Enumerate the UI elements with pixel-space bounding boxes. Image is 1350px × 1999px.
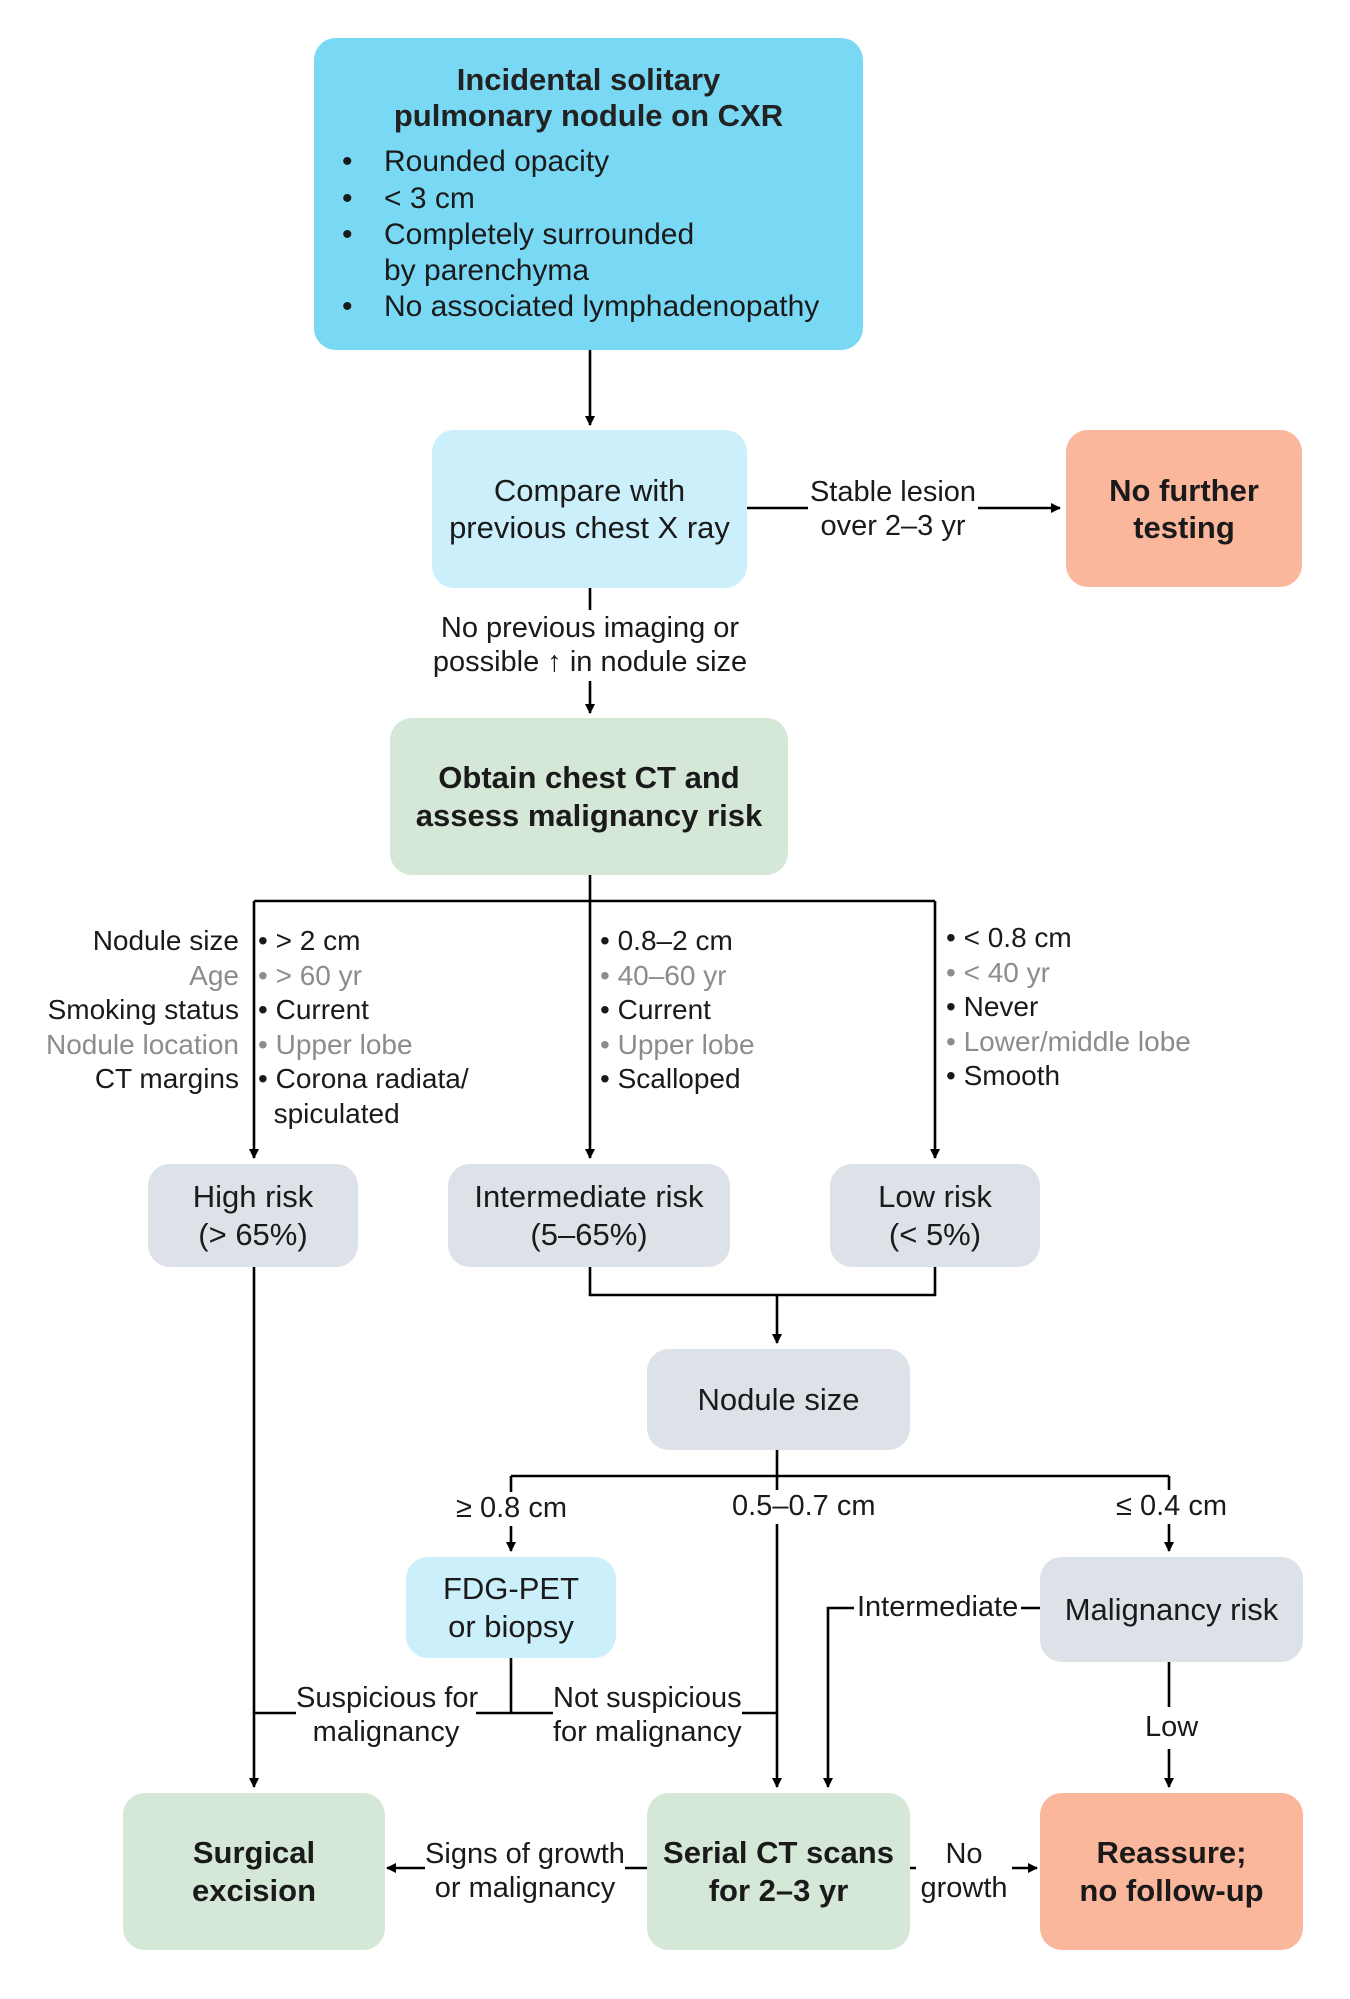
low-criterion: < 0.8 cm	[946, 921, 1191, 956]
serial-ct-line2: for 2–3 yr	[708, 1872, 849, 1908]
edge-label-line: Not suspicious	[553, 1682, 742, 1714]
edge-intermediate-to-serial	[823, 1606, 1040, 1788]
intermediate-criterion: Upper lobe	[600, 1028, 755, 1063]
edge-label-ge-08: ≥ 0.8 cm	[456, 1492, 568, 1526]
high-criterion: Corona radiata/	[258, 1062, 469, 1097]
malignancy-risk-text: Malignancy risk	[1064, 1591, 1279, 1627]
nodule-size-node: Nodule size	[647, 1349, 910, 1450]
surgical-line1: Surgical	[192, 1835, 316, 1871]
no-further-testing-node: No further testing	[1066, 430, 1302, 587]
criteria-label: Smoking status	[47, 994, 239, 1025]
criteria-label: Nodule size	[92, 925, 239, 956]
edge-label-le-04: ≤ 0.4 cm	[1116, 1490, 1228, 1524]
start-node: Incidental solitary pulmonary nodule on …	[314, 38, 863, 350]
start-criterion: Rounded opacity	[314, 144, 863, 181]
edge-label-line: No previous imaging or	[440, 612, 740, 644]
edge-label-suspicious: Suspicious for malignancy	[296, 1682, 479, 1750]
edge-label-no-previous: No previous imaging or possible ↑ in nod…	[420, 610, 760, 682]
intermediate-criterion: 0.8–2 cm	[600, 924, 755, 959]
reassure-node: Reassure; no follow-up	[1040, 1793, 1303, 1950]
intermediate-risk-label: Intermediate risk	[474, 1179, 704, 1215]
edge-label-line: Suspicious for	[296, 1682, 479, 1714]
high-risk-label: High risk	[192, 1179, 314, 1215]
edge-label-line: possible ↑ in nodule size	[432, 645, 748, 678]
low-risk-node: Low risk (< 5%)	[830, 1164, 1040, 1267]
high-risk-criteria: > 2 cm > 60 yr Current Upper lobe Corona…	[258, 924, 469, 1131]
intermediate-criterion: 40–60 yr	[600, 959, 755, 994]
intermediate-risk-percent: (5–65%)	[530, 1216, 648, 1252]
criteria-label: Nodule location	[45, 1028, 239, 1060]
edge-label-line: growth	[920, 1871, 1008, 1904]
edge-label-signs-growth: Signs of growth or malignancy	[425, 1838, 625, 1906]
edge-label-intermediate: Intermediate	[854, 1591, 1022, 1625]
start-criterion: < 3 cm	[314, 181, 863, 218]
low-risk-criteria: < 0.8 cm < 40 yr Never Lower/middle lobe…	[946, 921, 1191, 1094]
start-criterion: Completely surrounded by parenchyma	[314, 217, 714, 290]
reassure-line1: Reassure;	[1096, 1835, 1247, 1871]
low-criterion: Never	[946, 990, 1191, 1025]
obtain-ct-node: Obtain chest CT and assess malignancy ri…	[390, 718, 788, 875]
fdg-pet-node: FDG-PET or biopsy	[406, 1557, 616, 1658]
reassure-line2: no follow-up	[1079, 1872, 1264, 1908]
criteria-label: CT margins	[94, 1063, 239, 1094]
surgical-excision-node: Surgical excision	[123, 1793, 385, 1950]
high-risk-node: High risk (> 65%)	[148, 1164, 358, 1267]
edge-label-no-growth: No growth	[916, 1838, 1012, 1906]
edge-label-stable: Stable lesion over 2–3 yr	[808, 476, 978, 544]
edge-label-line: No	[945, 1838, 983, 1870]
edge-label-line: Signs of growth	[425, 1838, 625, 1870]
obtain-ct-text: Obtain chest CT and assess malignancy ri…	[415, 759, 763, 833]
high-risk-percent: (> 65%)	[198, 1216, 308, 1252]
edge-label-not-suspicious: Not suspicious for malignancy	[553, 1682, 742, 1750]
high-criterion: > 2 cm	[258, 924, 469, 959]
criteria-labels: Nodule size Age Smoking status Nodule lo…	[20, 924, 239, 1097]
serial-ct-line1: Serial CT scans	[663, 1835, 894, 1871]
surgical-line2: excision	[191, 1872, 317, 1908]
edge-label-low: Low	[1145, 1707, 1199, 1749]
edge-label-mid-size: 0.5–0.7 cm	[728, 1490, 880, 1524]
low-risk-label: Low risk	[878, 1179, 992, 1215]
malignancy-risk-node: Malignancy risk	[1040, 1557, 1303, 1662]
edge-label-line: over 2–3 yr	[820, 509, 966, 542]
compare-node: Compare with previous chest X ray	[432, 430, 747, 588]
edge-label-line: malignancy	[312, 1715, 460, 1748]
low-risk-percent: (< 5%)	[888, 1216, 982, 1252]
low-criterion: Smooth	[946, 1059, 1191, 1094]
high-criterion: Upper lobe	[258, 1028, 469, 1063]
intermediate-criterion: Current	[600, 993, 755, 1028]
compare-text: Compare with previous chest X ray	[449, 473, 730, 545]
fdg-pet-sub: or biopsy	[448, 1608, 574, 1644]
no-further-text: No further testing	[1109, 472, 1259, 545]
low-criterion: < 40 yr	[946, 956, 1191, 991]
low-criterion: Lower/middle lobe	[946, 1025, 1191, 1060]
start-criteria-list: Rounded opacity < 3 cm Completely surrou…	[314, 144, 863, 326]
edge-label-line: or malignancy	[434, 1871, 616, 1904]
fdg-pet-label: FDG-PET	[442, 1571, 580, 1607]
start-title: Incidental solitary pulmonary nodule on …	[393, 62, 784, 134]
high-criterion: spiculated	[273, 1097, 400, 1129]
edge-label-line: Stable lesion	[809, 476, 977, 508]
edge-int-low-merge	[588, 1267, 937, 1297]
intermediate-risk-criteria: 0.8–2 cm 40–60 yr Current Upper lobe Sca…	[600, 924, 755, 1097]
high-criterion: > 60 yr	[258, 959, 469, 994]
edge-label-line: for malignancy	[553, 1715, 742, 1748]
intermediate-criterion: Scalloped	[600, 1062, 755, 1097]
high-criterion: Current	[258, 993, 469, 1028]
serial-ct-node: Serial CT scans for 2–3 yr	[647, 1793, 910, 1950]
nodule-size-text: Nodule size	[697, 1381, 860, 1417]
criteria-label: Age	[189, 959, 239, 991]
intermediate-risk-node: Intermediate risk (5–65%)	[448, 1164, 730, 1267]
start-criterion: No associated lymphadenopathy	[314, 289, 863, 326]
